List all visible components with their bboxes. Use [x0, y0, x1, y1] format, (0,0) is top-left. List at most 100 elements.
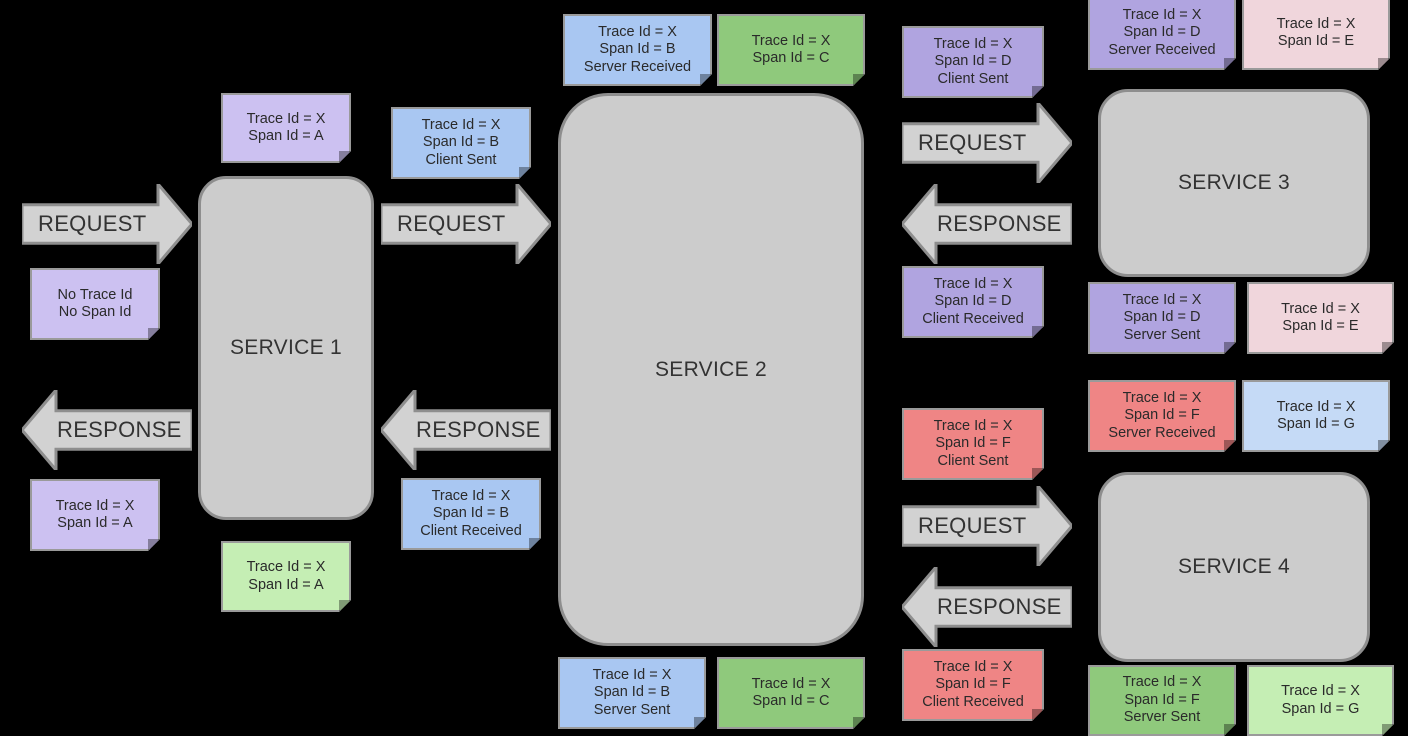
note-line: Trace Id = X	[933, 275, 1013, 292]
note-line: Trace Id = X	[933, 417, 1013, 434]
arrow-polygon	[381, 184, 551, 264]
note-line: Server Sent	[593, 701, 671, 718]
request-label: REQUEST	[918, 513, 1027, 538]
note-line: Client Received	[922, 693, 1024, 710]
arrow-polygon	[22, 184, 192, 264]
response-label: RESPONSE	[57, 417, 182, 442]
note-line: Span Id = B	[432, 505, 510, 522]
service-3-box: SERVICE 3	[1098, 89, 1370, 277]
note-line: Span Id = D	[934, 293, 1012, 310]
arrow-shape	[902, 103, 1072, 183]
arrow-shape	[902, 567, 1072, 647]
arrow-polygon	[902, 486, 1072, 566]
arrow-polygon	[381, 390, 551, 470]
note-line: No Span Id	[58, 304, 132, 320]
service-1-box: SERVICE 1	[198, 176, 374, 520]
note-line: Trace Id = X	[1122, 389, 1202, 406]
note-line: Server Sent	[1123, 709, 1201, 726]
note-line: Trace Id = X	[1281, 300, 1360, 317]
response-label: RESPONSE	[416, 417, 541, 442]
note-line: Trace Id = X	[421, 116, 501, 133]
note-line: Client Received	[420, 522, 522, 539]
note-line: Trace Id = X	[1122, 6, 1202, 23]
request-label: REQUEST	[918, 130, 1027, 155]
arrow-shape	[381, 184, 551, 264]
note-line: Trace Id = X	[751, 32, 831, 49]
note-line: Trace Id = X	[1281, 683, 1360, 699]
note-line: Server Received	[1108, 41, 1216, 58]
note-line: Span Id = F	[1124, 691, 1200, 708]
request-label: REQUEST	[397, 211, 506, 236]
note-line: Server Received	[583, 58, 692, 75]
request-arrow-to-service-4: REQUEST	[902, 486, 1072, 566]
note-line: Span Id = G	[1281, 700, 1360, 717]
note-line: Span Id = A	[57, 515, 133, 531]
note-line: Trace Id = X	[431, 487, 511, 504]
note-line: Span Id = G	[1277, 416, 1355, 432]
response-arrow-from-service-3: RESPONSE	[902, 184, 1072, 264]
note-line: Span Id = B	[599, 41, 676, 58]
request-label: REQUEST	[38, 211, 147, 236]
note-line: Span Id = D	[934, 53, 1012, 70]
arrow-shape	[381, 390, 551, 470]
arrow-polygon	[22, 390, 192, 470]
response-label: RESPONSE	[937, 594, 1062, 619]
note-line: Span Id = F	[935, 676, 1011, 693]
response-arrow-from-service-4: RESPONSE	[902, 567, 1072, 647]
request-arrow-to-service-1: REQUEST	[22, 184, 192, 264]
arrow-polygon	[902, 567, 1072, 647]
note-line: Span Id = B	[593, 684, 671, 701]
note-line: Span Id = A	[248, 576, 324, 593]
note-line: Span Id = F	[1124, 407, 1200, 424]
note-line: Span Id = D	[1123, 24, 1201, 41]
note-line: Trace Id = X	[246, 110, 326, 127]
note-line: Trace Id = X	[55, 497, 135, 514]
response-arrow-from-service-2: RESPONSE	[381, 390, 551, 470]
note-line: Server Received	[1108, 424, 1216, 441]
arrow-shape	[22, 184, 192, 264]
note-line: Trace Id = X	[1122, 674, 1202, 691]
arrow-polygon	[902, 103, 1072, 183]
request-arrow-to-service-2: REQUEST	[381, 184, 551, 264]
note-line: Trace Id = X	[751, 675, 831, 692]
note-line: Span Id = E	[1277, 33, 1355, 49]
note-line: Span Id = C	[752, 693, 830, 709]
note-line: Trace Id = X	[1276, 398, 1356, 415]
arrow-shape	[902, 486, 1072, 566]
note-line: Trace Id = X	[592, 666, 672, 683]
note-line: Trace Id = X	[246, 559, 326, 575]
arrow-shape	[902, 184, 1072, 264]
note-line: Trace Id = X	[933, 35, 1013, 52]
response-arrow-from-service-1: RESPONSE	[22, 390, 192, 470]
note-line: Client Received	[922, 310, 1024, 327]
note-line: Span Id = E	[1282, 318, 1359, 334]
note-line: Trace Id = X	[1276, 15, 1356, 32]
response-label: RESPONSE	[937, 211, 1062, 236]
note-line: Client Sent	[937, 70, 1009, 87]
request-arrow-to-service-3: REQUEST	[902, 103, 1072, 183]
note-line: Trace Id = X	[598, 23, 677, 40]
note-line: Client Sent	[937, 452, 1009, 469]
note-line: Span Id = A	[248, 128, 324, 144]
service-2-box: SERVICE 2	[558, 93, 864, 646]
note-line: Span Id = F	[935, 435, 1011, 452]
note-line: Span Id = D	[1123, 309, 1201, 326]
